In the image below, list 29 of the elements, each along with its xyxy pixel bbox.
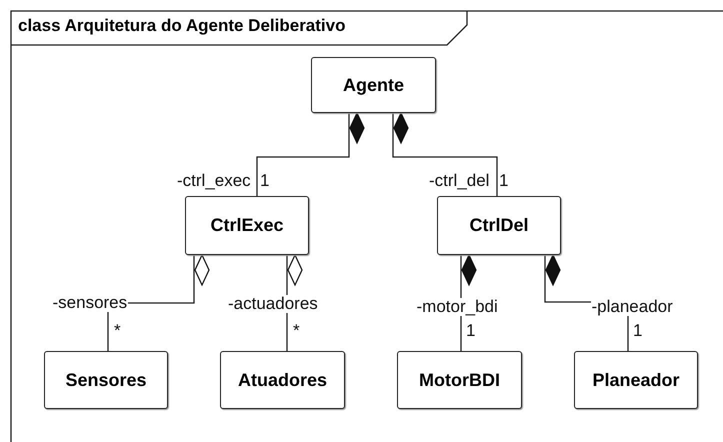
multiplicity-label: 1	[466, 322, 476, 340]
class-name: Atuadores	[238, 370, 327, 390]
role-name: -ctrl_exec	[176, 172, 252, 190]
role-name: -planeador	[590, 298, 674, 316]
class-box	[220, 351, 345, 409]
multiplicity-label: *	[293, 322, 300, 340]
composition-connector	[256, 112, 365, 196]
class-name: CtrlExec	[210, 215, 284, 236]
class-name: Agente	[342, 74, 404, 96]
class-box	[44, 351, 168, 409]
frame-title: class Arquitetura do Agente Deliberativo	[18, 16, 346, 36]
class-box	[311, 57, 436, 113]
class-name: Planeador	[592, 370, 680, 390]
class-name: CtrlDel	[469, 215, 528, 236]
class-name: MotorBDI	[419, 370, 500, 390]
multiplicity-label: 1	[633, 322, 642, 340]
composition-connector	[392, 112, 498, 196]
role-name: -motor_bdi	[416, 298, 499, 316]
multiplicity-label: 1	[260, 172, 270, 190]
class-box	[397, 351, 522, 409]
role-name: -actuadores	[227, 295, 319, 313]
aggregation-connector	[286, 254, 303, 351]
multiplicity-label: *	[114, 322, 121, 340]
class-box	[437, 196, 561, 255]
multiplicity-label: 1	[499, 172, 508, 190]
class-name: Sensores	[65, 370, 147, 390]
role-name: -ctrl_del	[428, 172, 490, 190]
class-box	[574, 351, 698, 409]
class-box	[185, 196, 309, 255]
